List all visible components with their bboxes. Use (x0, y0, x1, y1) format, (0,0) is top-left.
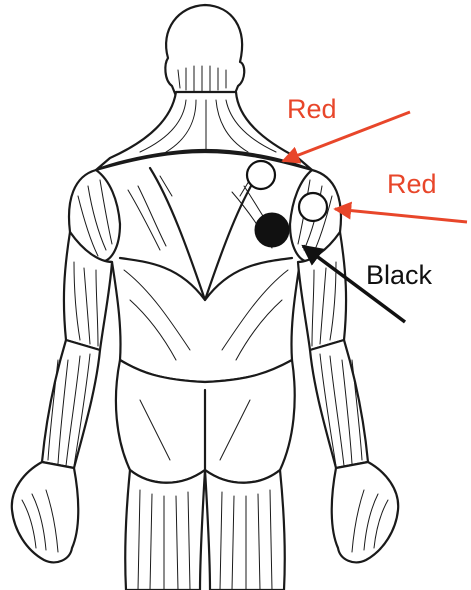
black-electrode-marker (255, 213, 289, 247)
right-hand (332, 462, 398, 562)
left-forearm (42, 340, 100, 468)
red-electrode-lower-marker (299, 193, 327, 221)
black-label: Black (366, 260, 433, 290)
body-illustration (12, 5, 398, 590)
torso-back (76, 152, 337, 382)
legs (125, 470, 285, 590)
head (165, 5, 244, 96)
left-hand (12, 462, 78, 562)
red-arrow-lower (335, 209, 467, 222)
red-label-lower: Red (387, 169, 437, 199)
red-label-upper: Red (287, 94, 337, 124)
right-forearm (310, 340, 368, 468)
red-electrode-upper-marker (247, 161, 275, 189)
